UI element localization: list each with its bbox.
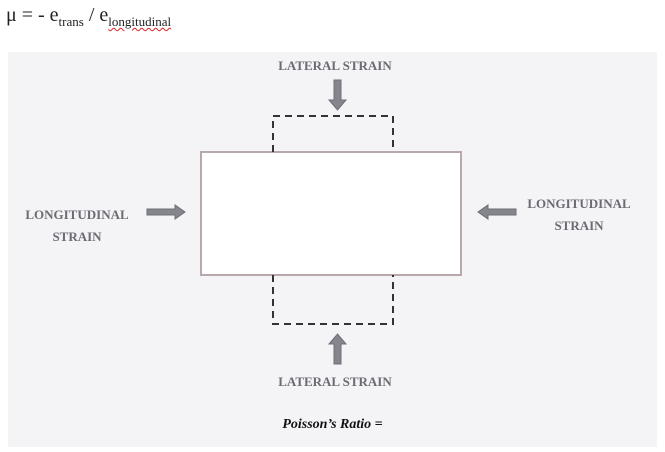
label-line: LONGITUDINAL <box>527 196 631 211</box>
arrow-down-icon <box>327 79 348 111</box>
top-dashed-outline <box>272 115 394 152</box>
label-line: STRAIN <box>52 229 102 244</box>
label-longitudinal-strain-left: LONGITUDINAL STRAIN <box>12 204 142 248</box>
label-lateral-strain-top: LATERAL STRAIN <box>278 58 392 73</box>
subscript-trans: trans <box>58 14 84 29</box>
label-line: STRAIN <box>554 218 604 233</box>
bottom-dashed-outline <box>272 275 394 325</box>
arrow-left-icon <box>477 204 517 220</box>
formula-separator: / e <box>83 4 109 26</box>
poisson-formula: μ = - etrans / elongitudinal <box>6 4 171 30</box>
label-line: LONGITUDINAL <box>25 207 129 222</box>
poisson-ratio-caption: Poisson’s Ratio = <box>282 417 383 432</box>
arrow-up-icon <box>327 333 348 365</box>
formula-lhs: μ = - e <box>6 4 59 26</box>
subscript-longitudinal: longitudinal <box>108 14 172 29</box>
arrow-right-icon <box>146 204 186 220</box>
label-lateral-strain-bottom: LATERAL STRAIN <box>278 374 392 389</box>
label-longitudinal-strain-right: LONGITUDINAL STRAIN <box>514 193 644 237</box>
specimen-rectangle <box>200 151 462 276</box>
